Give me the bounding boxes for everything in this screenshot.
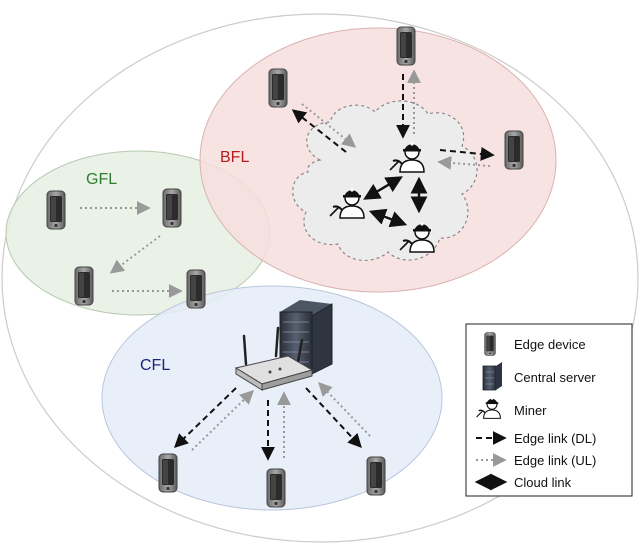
bfl-phone-1-icon: [268, 68, 288, 108]
blockchain-cloud: [292, 100, 478, 261]
legend-cloud-link-label: Cloud link: [514, 475, 572, 490]
legend-edge-link-ul: Edge link (UL): [514, 453, 596, 468]
legend: Edge device Central server Miner Edge li…: [465, 323, 633, 497]
gfl-links: [80, 201, 183, 298]
gfl-label: GFL: [86, 171, 117, 188]
cfl-label: CFL: [140, 357, 170, 374]
legend-edge-link-dl: Edge link (DL): [514, 431, 596, 446]
cfl-links: [173, 381, 371, 461]
bfl-phone-2-icon: [396, 26, 416, 66]
legend-edge-device: Edge device: [514, 337, 586, 352]
gfl-phone-3-icon: [74, 266, 94, 306]
gfl-phone-4-icon: [186, 269, 206, 309]
legend-central-server: Central server: [514, 370, 596, 385]
bfl-phone-3-icon: [504, 130, 524, 170]
cfl-phone-3-icon: [366, 456, 386, 496]
legend-server-icon: [482, 362, 502, 391]
cfl-phone-2-icon: [266, 468, 286, 508]
gfl-phone-1-icon: [46, 190, 66, 230]
bfl-label: BFL: [220, 149, 249, 166]
router-icon: [234, 326, 314, 391]
legend-phone-icon: [484, 332, 496, 356]
legend-miner: Miner: [514, 403, 547, 418]
cfl-region: [101, 285, 443, 511]
gfl-phone-2-icon: [162, 188, 182, 228]
bfl-edge-links: [291, 69, 495, 170]
cloud-links: [363, 176, 428, 228]
cfl-phone-1-icon: [158, 453, 178, 493]
